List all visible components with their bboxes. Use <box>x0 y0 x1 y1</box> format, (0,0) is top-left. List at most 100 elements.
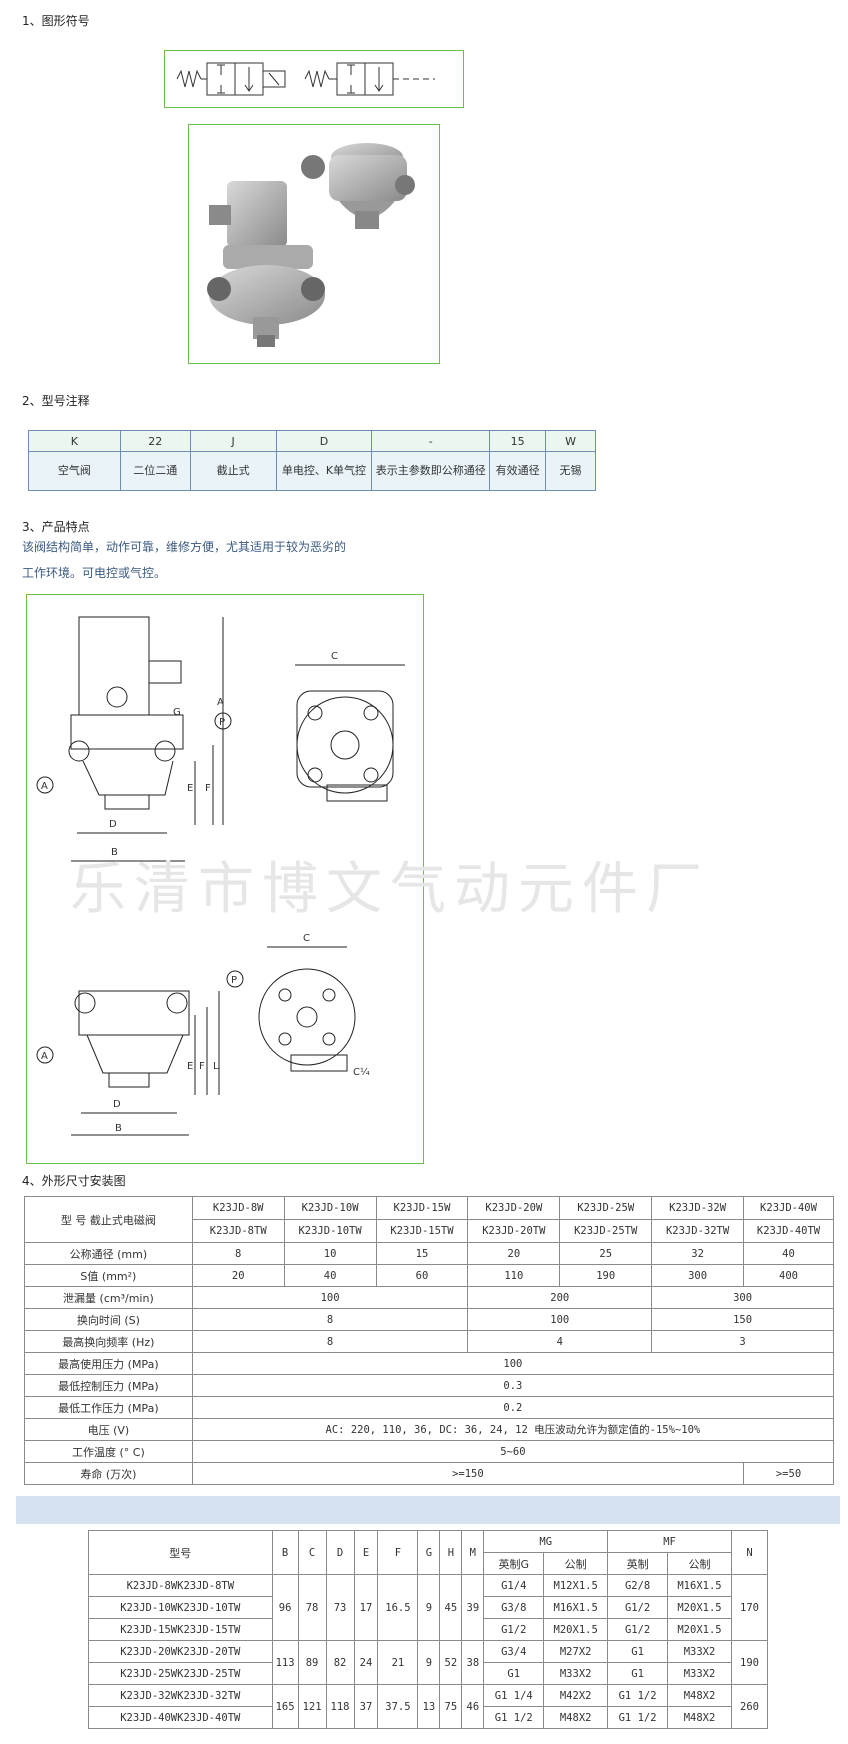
code-cell: D <box>275 430 373 452</box>
meaning-cell: 空气阀 <box>28 451 121 491</box>
dim-cell: 75 <box>439 1684 463 1729</box>
dim-model: K23JD-8WK23JD-8TW <box>88 1574 273 1597</box>
label-E2: E <box>187 1061 193 1072</box>
dim-model: K23JD-15WK23JD-15TW <box>88 1618 273 1641</box>
dim-cell: G1/4 <box>483 1574 545 1597</box>
dim-cell: 118 <box>325 1684 355 1729</box>
dim-cell: 260 <box>730 1684 769 1729</box>
dim-cell: 21 <box>377 1640 419 1685</box>
row-label-life: 寿命 (万次) <box>24 1462 193 1485</box>
label-G: G <box>173 707 181 718</box>
spec-cell: 8 <box>191 1330 469 1353</box>
code-cell: 15 <box>489 430 547 452</box>
model-bottom: K23JD-40TW <box>743 1219 834 1243</box>
section2-title: 2、型号注释 <box>22 394 90 408</box>
dim-cell: G1 <box>483 1662 545 1685</box>
label-L: L <box>213 1061 219 1072</box>
dim-cell: 9 <box>417 1574 441 1641</box>
spec-cell: 8 <box>191 1242 285 1265</box>
dim-cell: G1 1/2 <box>607 1706 669 1729</box>
spec-cell: 40 <box>743 1242 834 1265</box>
dim-header: G <box>417 1530 441 1575</box>
spec-cell: >=50 <box>743 1462 834 1485</box>
dim-cell: G1 <box>607 1662 669 1685</box>
label-C14: C¼ <box>353 1066 370 1078</box>
spec-cell: 200 <box>467 1286 653 1309</box>
valve-symbol-graphic <box>176 62 435 96</box>
spec-cell: 20 <box>191 1264 285 1287</box>
dim-cell: 17 <box>353 1574 379 1641</box>
dim-cell: 37 <box>353 1684 379 1729</box>
dim-model: K23JD-10WK23JD-10TW <box>88 1596 273 1619</box>
dim-cell: 96 <box>271 1574 299 1641</box>
label-A-dim: A <box>217 697 224 708</box>
spec-cell: 300 <box>651 1264 745 1287</box>
code-cell: 22 <box>119 430 191 452</box>
row-label-max-pressure: 最高使用压力 (MPa) <box>24 1352 193 1375</box>
spec-header-label: 型 号 截止式电磁阀 <box>24 1196 193 1243</box>
dim-cell: 38 <box>461 1640 485 1685</box>
dim-cell: M20X1.5 <box>667 1618 732 1641</box>
model-top: K23JD-40W <box>743 1196 834 1220</box>
dim-header-mf: MF <box>607 1530 732 1553</box>
spec-cell: AC: 220, 110, 36, DC: 36, 24, 12 电压波动允许为… <box>191 1418 835 1441</box>
dim-model: K23JD-32WK23JD-32TW <box>88 1684 273 1707</box>
spec-table: 型 号 截止式电磁阀 K23JD-8W K23JD-10W K23JD-15W … <box>24 1196 835 1485</box>
model-bottom: K23JD-8TW <box>191 1219 285 1243</box>
meaning-cell: 无锡 <box>545 451 596 491</box>
dimension-drawing-graphic: A P G A F E D B C A P E F L D B C C¼ <box>36 616 405 1136</box>
code-cell: W <box>545 430 596 452</box>
dim-cell: G1 1/4 <box>483 1684 545 1707</box>
spec-cell: 100 <box>191 1352 835 1375</box>
spec-cell: 40 <box>283 1264 377 1287</box>
dim-header: F <box>377 1530 419 1575</box>
dim-cell: G3/4 <box>483 1640 545 1663</box>
dim-cell: 121 <box>297 1684 327 1729</box>
meaning-cell: 表示主参数即公称通径 <box>371 451 491 491</box>
dim-cell: 78 <box>297 1574 327 1641</box>
spec-cell: 20 <box>467 1242 561 1265</box>
dim-cell: M33X2 <box>667 1640 732 1663</box>
row-label-leak: 泄漏量 (cm³/min) <box>24 1286 193 1309</box>
model-bottom: K23JD-25TW <box>559 1219 653 1243</box>
product-photo <box>188 124 440 364</box>
label-P: P <box>219 717 225 728</box>
dim-header-imperial: 英制 <box>607 1552 669 1575</box>
model-top: K23JD-8W <box>191 1196 285 1220</box>
dim-cell: M48X2 <box>667 1684 732 1707</box>
spec-cell: 0.2 <box>191 1396 835 1419</box>
model-top: K23JD-20W <box>467 1196 561 1220</box>
dim-cell: 113 <box>271 1640 299 1685</box>
dim-header: C <box>297 1530 327 1575</box>
row-label-voltage: 电压 (V) <box>24 1418 193 1441</box>
dim-cell: G1 1/2 <box>483 1706 545 1729</box>
section3-title: 3、产品特点 <box>22 520 90 534</box>
spec-cell: 110 <box>467 1264 561 1287</box>
dim-cell: 46 <box>461 1684 485 1729</box>
spec-cell: 15 <box>375 1242 469 1265</box>
dim-cell: G1/2 <box>483 1618 545 1641</box>
spec-cell: 0.3 <box>191 1374 835 1397</box>
meaning-cell: 有效通径 <box>489 451 547 491</box>
label-F: F <box>205 783 211 794</box>
dim-header: H <box>439 1530 463 1575</box>
dim-header-model: 型号 <box>88 1530 273 1575</box>
label-D2: D <box>113 1099 121 1110</box>
dim-cell: G1 1/2 <box>607 1684 669 1707</box>
spec-cell: 400 <box>743 1264 834 1287</box>
spec-cell: 190 <box>559 1264 653 1287</box>
dim-header: B <box>271 1530 299 1575</box>
model-top: K23JD-25W <box>559 1196 653 1220</box>
dim-cell: 165 <box>271 1684 299 1729</box>
meaning-cell: 二位二通 <box>119 451 191 491</box>
dim-header-n: N <box>730 1530 769 1575</box>
dim-cell: 73 <box>325 1574 355 1641</box>
model-top: K23JD-32W <box>651 1196 745 1220</box>
feature-text-line1: 该阀结构简单，动作可靠，维修方便，尤其适用于较为恶劣的 <box>22 540 347 554</box>
dim-cell: M33X2 <box>543 1662 609 1685</box>
spec-cell: 32 <box>651 1242 745 1265</box>
label-D: D <box>109 819 117 830</box>
model-top: K23JD-10W <box>283 1196 377 1220</box>
dim-cell: G1/2 <box>607 1618 669 1641</box>
dim-header: E <box>353 1530 379 1575</box>
